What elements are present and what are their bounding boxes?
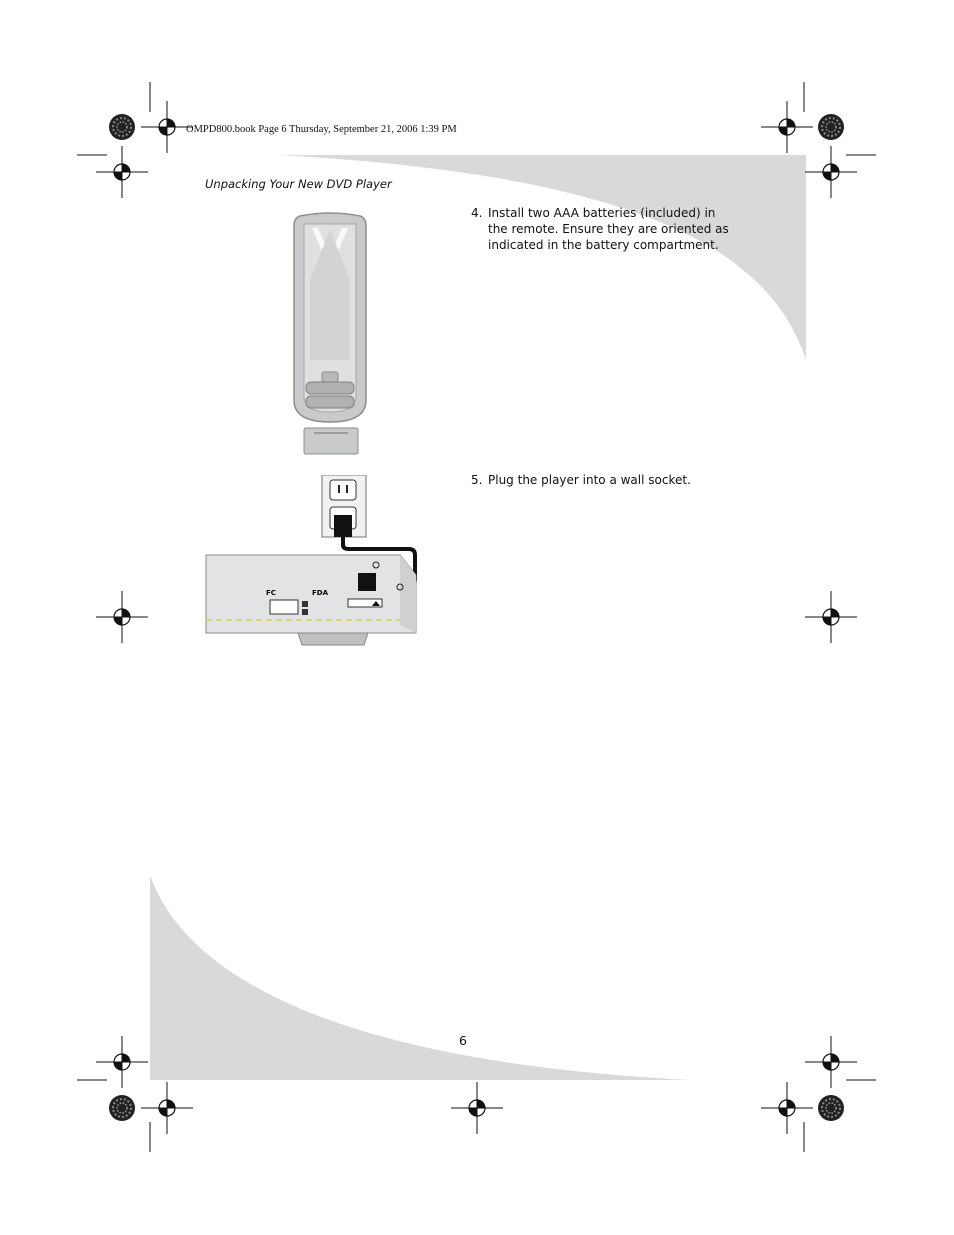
bottom-left-swoosh [150, 875, 690, 1080]
battery-1 [305, 381, 355, 395]
starburst-icon [817, 1094, 845, 1122]
registration-mark-icon [760, 1081, 814, 1135]
registration-mark-icon [450, 1081, 504, 1135]
step-number: 5. [471, 473, 483, 487]
step-5: 5. Plug the player into a wall socket. [471, 472, 741, 492]
starburst-icon [108, 113, 136, 141]
step-number: 4. [471, 206, 483, 220]
registration-mark-icon [140, 1081, 194, 1135]
battery-cover [303, 427, 359, 455]
caution-label [347, 598, 383, 608]
outlet-top [329, 479, 357, 501]
fcc-logo: FC [266, 589, 276, 597]
battery-2 [305, 395, 355, 409]
registration-mark-icon [95, 590, 149, 644]
section-title: Unpacking Your New DVD Player [205, 177, 392, 191]
step-line: Install two AAA batteries (included) in [488, 206, 716, 220]
registration-mark-icon [95, 145, 149, 199]
step-text: Install two AAA batteries (included) in … [488, 205, 729, 253]
fda-logo: FDA [312, 589, 329, 597]
power-plug [334, 515, 352, 537]
remote-highlight [312, 228, 348, 270]
starburst-icon [108, 1094, 136, 1122]
print-header-meta: OMPD800.book Page 6 Thursday, September … [186, 124, 457, 135]
registration-mark-icon [804, 145, 858, 199]
top-right-swoosh [278, 155, 806, 360]
power-inlet [358, 573, 376, 591]
starburst-icon [817, 113, 845, 141]
rating-label [269, 599, 299, 615]
step-line: Plug the player into a wall socket. [488, 473, 691, 487]
warning-triangle-icon [372, 601, 380, 606]
step-text: Plug the player into a wall socket. [488, 472, 691, 488]
step-line: indicated in the battery compartment. [488, 238, 719, 252]
registration-mark-icon [804, 590, 858, 644]
step-line: the remote. Ensure they are oriented as [488, 222, 729, 236]
registration-mark-icon [140, 100, 194, 154]
player-wall-socket-illustration: FC FDA [205, 475, 417, 646]
remote-battery-illustration [293, 212, 367, 455]
player-foot [297, 632, 369, 646]
remote-shading [310, 230, 350, 360]
step-4: 4. Install two AAA batteries (included) … [471, 205, 741, 255]
registration-mark-icon [760, 100, 814, 154]
page-number: 6 [459, 1033, 467, 1048]
